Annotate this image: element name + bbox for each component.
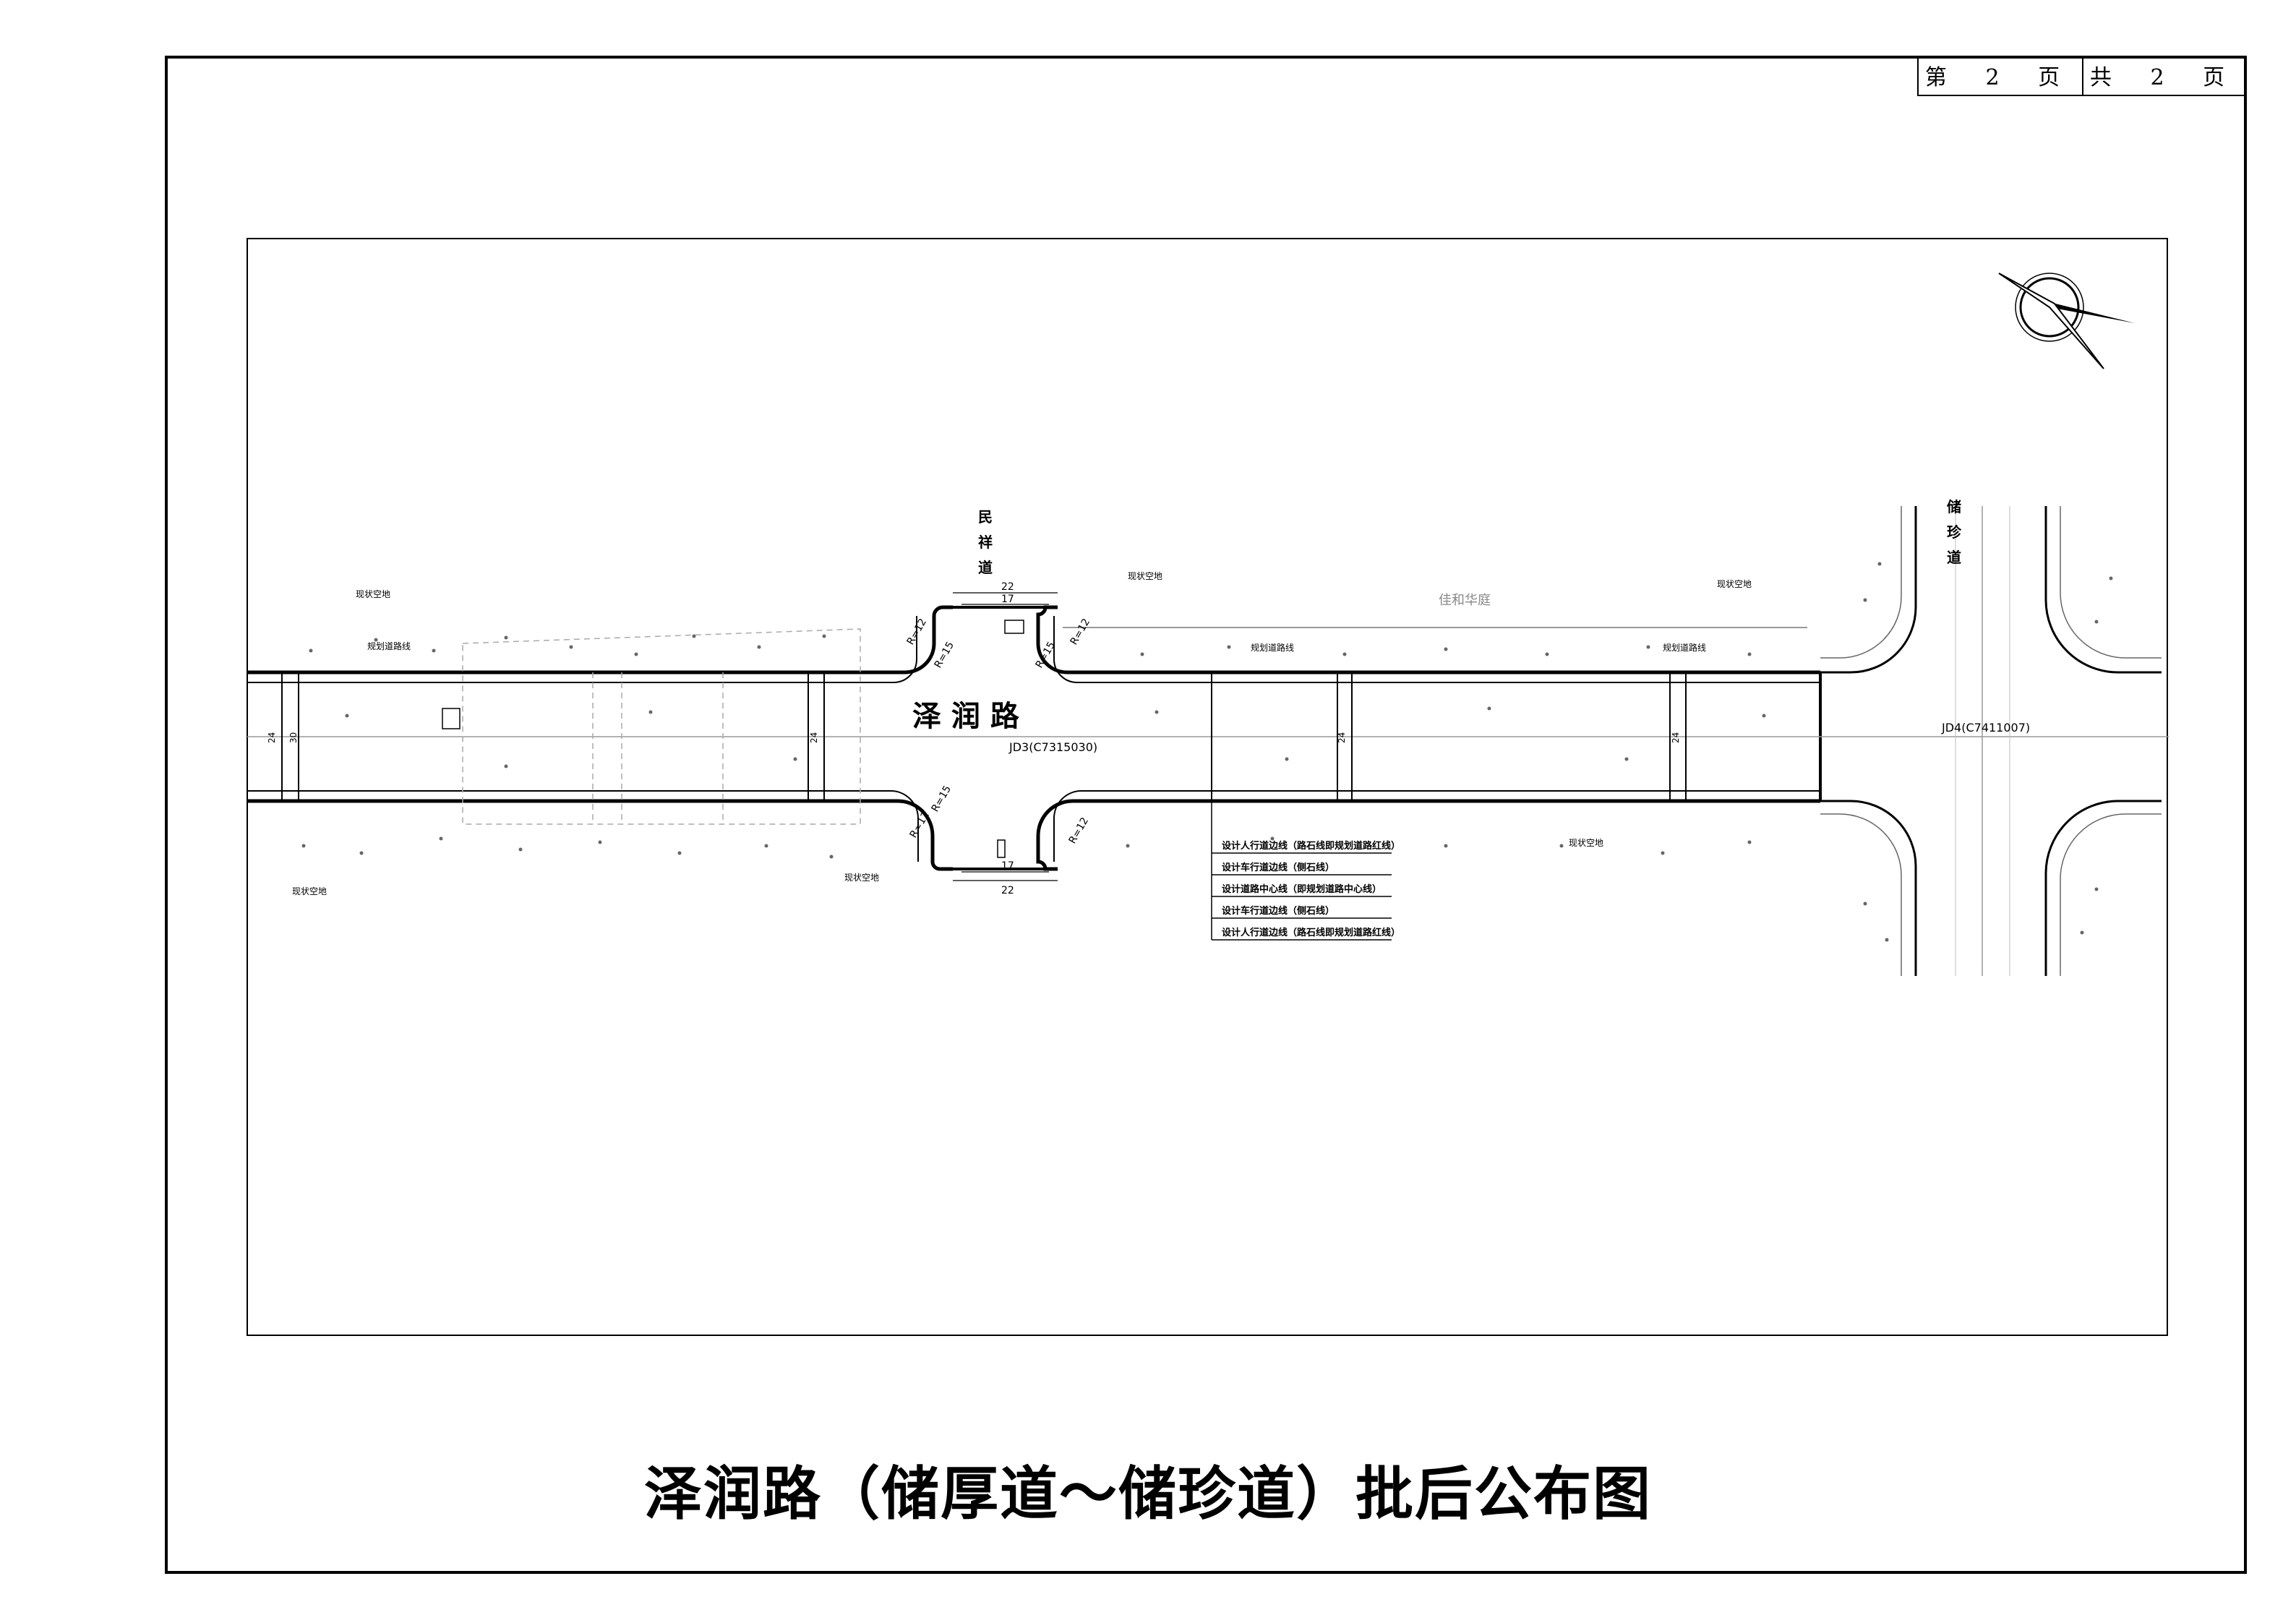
north-branch-char-1: 民 [978, 508, 993, 526]
jd3-label: JD3(C7315030) [1008, 740, 1097, 754]
radius-r15-sw: R=15 [930, 784, 954, 814]
width-24-d: 24 [1671, 732, 1681, 743]
existing-land-label-5: 现状空地 [844, 873, 879, 883]
planned-line-label-3: 规划道路线 [1663, 642, 1706, 653]
planned-line-label-1: 规划道路线 [367, 641, 411, 651]
outer-frame [165, 56, 2247, 1574]
width-24-c: 24 [1337, 732, 1347, 743]
east-cross-char-2: 珍 [1947, 523, 1962, 541]
east-cross-char-3: 道 [1947, 549, 1961, 566]
dim-22-top: 22 [1001, 581, 1014, 593]
existing-land-label-2: 现状空地 [1128, 571, 1162, 581]
radius-r12-ne: R=12 [1068, 617, 1092, 647]
legend-item-5: 设计人行道边线（路石线即规划道路红线） [1222, 927, 1400, 938]
radius-r12-se: R=12 [1067, 815, 1091, 846]
radius-r15-nw: R=15 [933, 640, 956, 670]
cross-road-chuzhen [1820, 506, 2162, 976]
legend-item-2: 设计车行道边线（侧石线） [1222, 862, 1335, 873]
existing-land-label-4: 现状空地 [292, 886, 327, 896]
section-lines [281, 672, 1687, 801]
jd4-label: JD4(C7411007) [1941, 721, 2030, 735]
width-24-b: 24 [809, 732, 819, 743]
east-cross-char-1: 储 [1947, 498, 1961, 515]
small-structure [442, 708, 461, 729]
legend-item-4: 设计车行道边线（侧石线） [1222, 905, 1335, 917]
dim-17-bottom: 17 [1001, 860, 1014, 872]
page-number-table: 第 2 页 共 2 页 [1917, 56, 2247, 96]
legend: 设计人行道边线（路石线即规划道路红线） 设计车行道边线（侧石线） 设计道路中心线… [1211, 801, 1400, 941]
elevation-points [301, 562, 2113, 942]
branch-dimensions [953, 592, 1058, 881]
branch-structure-south [997, 839, 1006, 858]
radius-r12-nw: R=12 [905, 617, 929, 647]
community-label: 佳和华庭 [1439, 593, 1491, 608]
branch-structure-north [1004, 620, 1024, 634]
current-page: 第 2 页 [1924, 65, 2076, 90]
width-24-a: 24 [267, 732, 277, 743]
north-arrow-icon [1998, 273, 2135, 369]
existing-land-label-6: 现状空地 [1569, 838, 1603, 848]
dim-17-top: 17 [1001, 594, 1014, 605]
planned-line-label-2: 规划道路线 [1251, 642, 1294, 653]
legend-item-3: 设计道路中心线（即规划道路中心线） [1222, 883, 1382, 895]
main-road-zerun [247, 605, 2169, 871]
total-pages: 共 2 页 [2082, 56, 2247, 95]
legend-item-1: 设计人行道边线（路石线即规划道路红线） [1222, 840, 1400, 852]
existing-land-label-3: 现状空地 [1717, 579, 1752, 589]
north-branch-char-3: 道 [978, 559, 993, 576]
inner-frame [247, 238, 2168, 1336]
radius-r12-sw: R=12 [908, 810, 932, 840]
dim-22-bottom: 22 [1001, 885, 1014, 896]
existing-land-label-1: 现状空地 [356, 589, 390, 599]
drawing-title: 泽润路（储厚道～储珍道）批后公布图 [644, 1460, 1652, 1528]
north-branch-char-2: 祥 [978, 534, 993, 551]
existing-outlines [462, 628, 861, 825]
main-road-label: 泽 润 路 [912, 700, 1020, 733]
width-30-a: 30 [288, 732, 299, 743]
